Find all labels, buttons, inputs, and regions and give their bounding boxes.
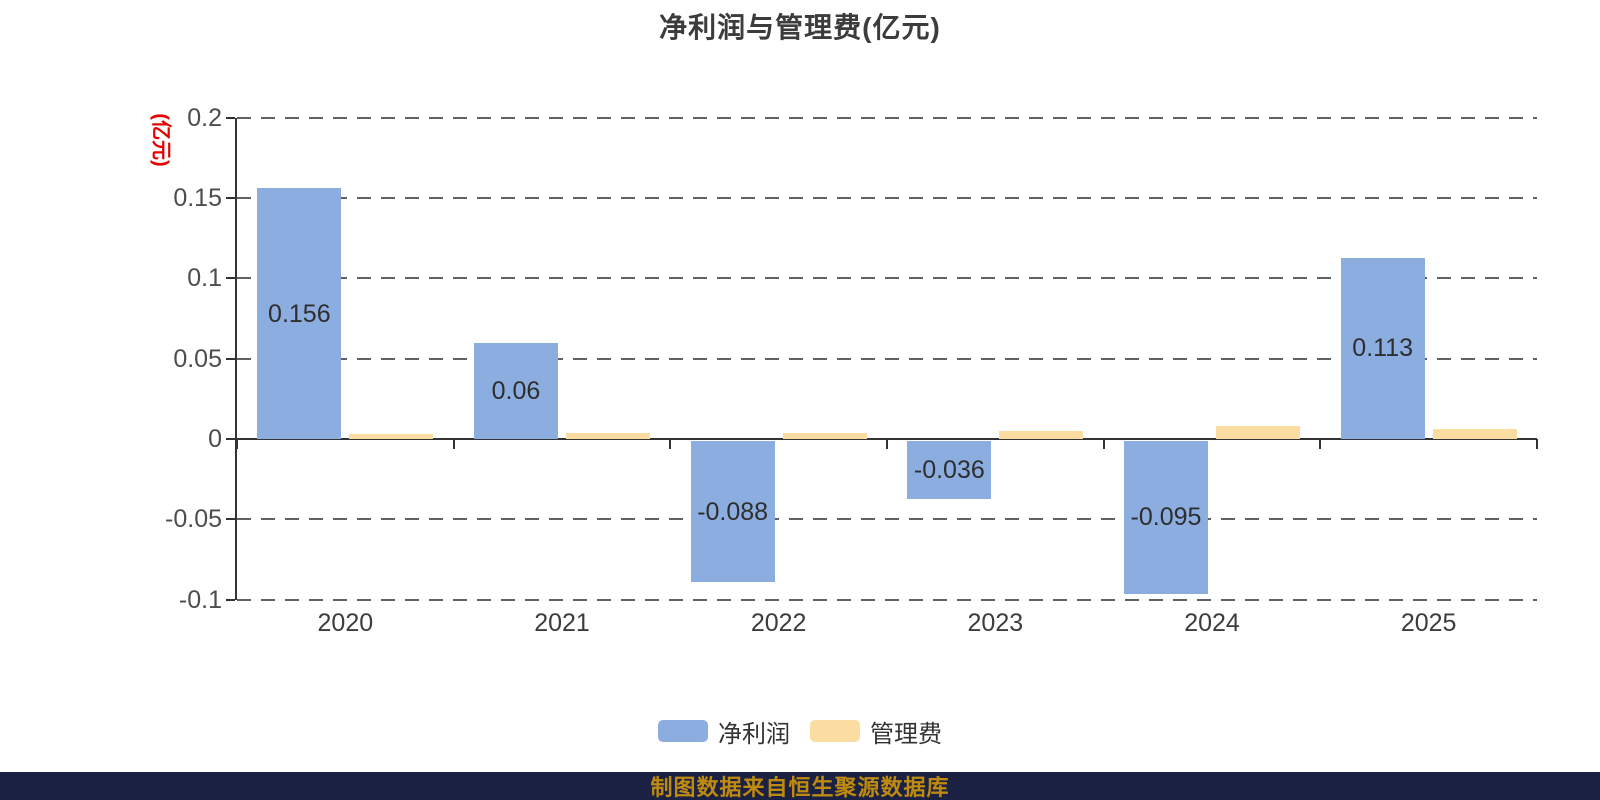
- legend-label: 净利润: [718, 720, 790, 748]
- legend-item-net-profit[interactable]: 净利润: [658, 714, 790, 749]
- gridline: [237, 116, 1537, 119]
- plot-area: [226, 116, 1538, 601]
- net-profit-bar[interactable]: [907, 441, 992, 499]
- net-profit-bar[interactable]: [690, 441, 775, 583]
- gridline: [237, 197, 1537, 200]
- management-fee-bar[interactable]: [566, 432, 650, 439]
- y-axis-line: [235, 118, 237, 600]
- bar-value-label: 0.156: [268, 299, 331, 328]
- y-tick-mark: [226, 277, 235, 280]
- x-axis-label: 2020: [317, 609, 374, 637]
- legend: 净利润 管理费: [0, 714, 1600, 749]
- x-tick-mark: [1102, 439, 1105, 449]
- x-axis-label: 2023: [967, 609, 1024, 637]
- x-tick-mark: [452, 439, 455, 449]
- management-fee-bar[interactable]: [999, 430, 1084, 439]
- net-profit-bar[interactable]: [1340, 257, 1425, 439]
- x-axis-label: 2022: [750, 609, 807, 637]
- legend-item-management-fee[interactable]: 管理费: [810, 714, 942, 749]
- net-profit-bar[interactable]: [1124, 441, 1208, 594]
- y-tick-label: -0.05: [165, 505, 222, 534]
- y-tick-mark: [226, 438, 235, 440]
- legend-swatch-icon: [810, 720, 860, 742]
- bar-value-label: -0.095: [1130, 503, 1202, 532]
- x-tick-mark: [886, 439, 888, 449]
- y-tick-label: 0.15: [173, 184, 222, 213]
- y-tick-label: 0: [208, 425, 222, 453]
- gridline: [237, 277, 1537, 280]
- net-profit-bar[interactable]: [257, 188, 342, 439]
- gridline: [237, 598, 1537, 601]
- net-profit-bar[interactable]: [474, 342, 558, 439]
- bar-value-label: 0.113: [1352, 334, 1414, 363]
- y-tick-mark: [226, 518, 235, 521]
- y-tick-label: -0.1: [178, 585, 222, 614]
- management-fee-bar[interactable]: [782, 432, 867, 439]
- x-tick-mark: [1319, 439, 1322, 449]
- bar-value-label: -0.036: [913, 455, 985, 484]
- y-tick-mark: [226, 116, 235, 119]
- x-tick-mark: [236, 439, 238, 449]
- footer-band: 制图数据来自恒生聚源数据库: [0, 772, 1600, 800]
- y-tick-label: 0.1: [187, 264, 222, 293]
- management-fee-bar[interactable]: [349, 434, 434, 439]
- y-tick-mark: [226, 197, 235, 200]
- bar-value-label: -0.088: [697, 497, 769, 526]
- data-source-note: 制图数据来自恒生聚源数据库: [650, 775, 950, 800]
- bar-value-label: 0.06: [491, 376, 541, 405]
- legend-swatch-icon: [658, 720, 708, 742]
- x-axis-label: 2021: [534, 609, 590, 637]
- x-tick-mark: [669, 439, 672, 449]
- gridline: [237, 518, 1537, 521]
- management-fee-bar[interactable]: [1432, 429, 1517, 439]
- x-tick-mark: [1536, 439, 1538, 449]
- gridline: [237, 357, 1537, 360]
- management-fee-bar[interactable]: [1216, 426, 1300, 439]
- chart-title: 净利润与管理费(亿元): [659, 12, 941, 43]
- y-tick-mark: [226, 357, 235, 360]
- x-axis-label: 2025: [1400, 609, 1457, 637]
- y-tick-label: 0.2: [187, 103, 222, 132]
- x-axis-label: 2024: [1184, 609, 1240, 637]
- y-tick-mark: [226, 598, 235, 601]
- y-tick-label: 0.05: [173, 344, 222, 373]
- legend-label: 管理费: [870, 720, 942, 748]
